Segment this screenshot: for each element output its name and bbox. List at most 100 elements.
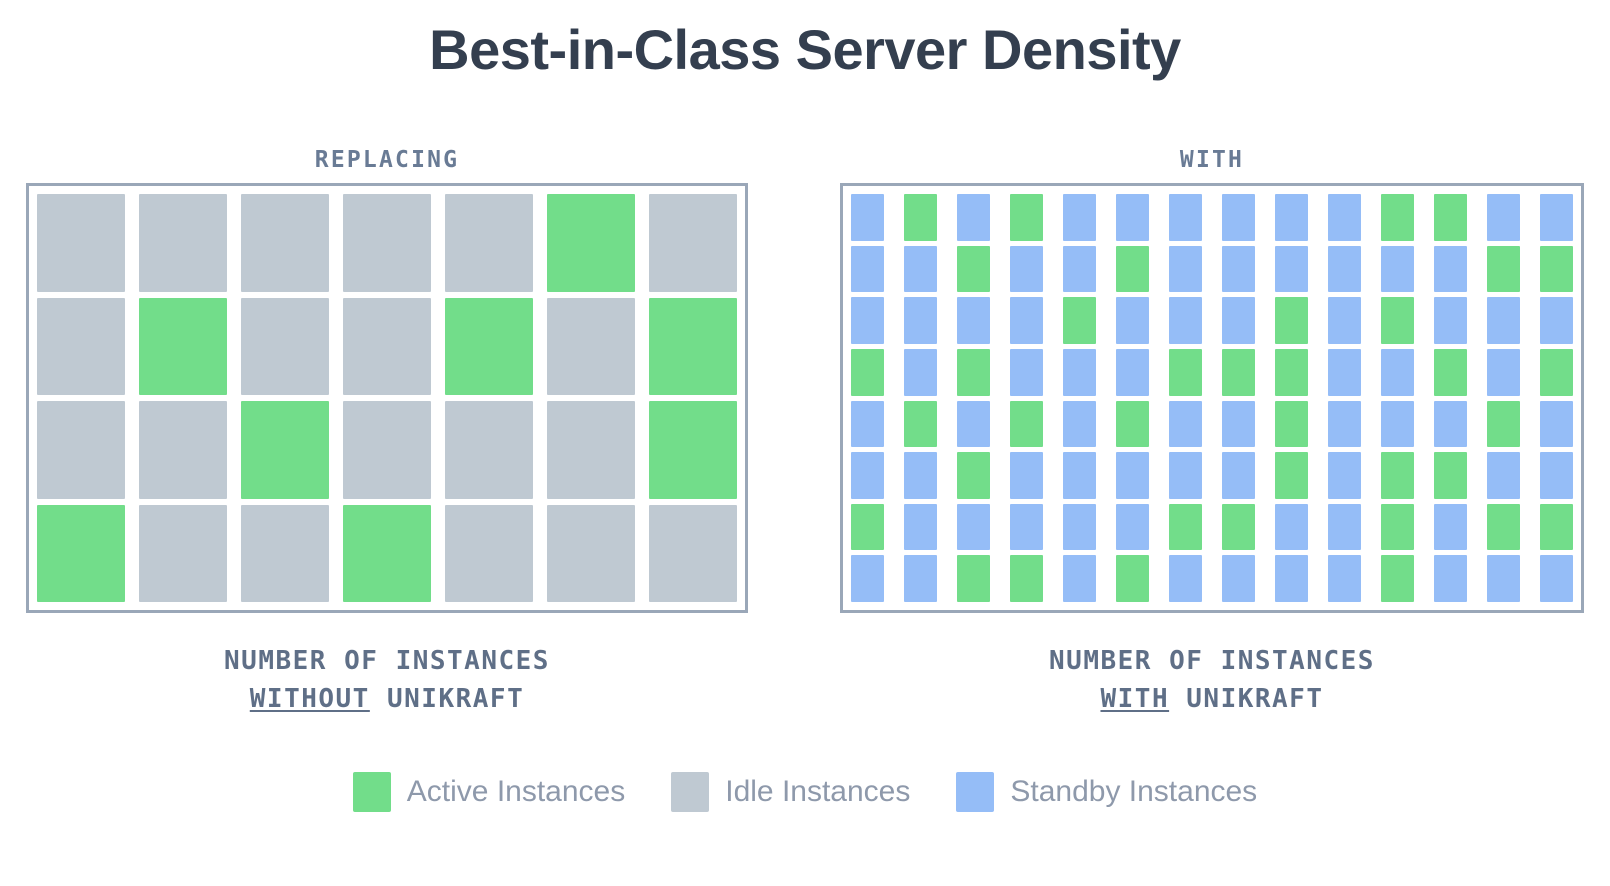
instance-cell-standby — [851, 194, 884, 241]
legend-label-standby: Standby Instances — [1010, 775, 1258, 808]
instance-cell-standby — [1434, 555, 1467, 602]
instance-cell-standby — [1169, 555, 1202, 602]
instance-cell-idle — [445, 401, 533, 499]
instance-cell-active — [957, 555, 990, 602]
instance-cell-standby — [851, 452, 884, 499]
instance-cell-idle — [139, 504, 227, 602]
instance-cell-standby — [1010, 297, 1043, 344]
instance-cell-standby — [1116, 194, 1149, 241]
instance-cell-standby — [957, 503, 990, 551]
instance-cell-standby — [1434, 297, 1467, 344]
grid-row — [37, 194, 737, 292]
instance-cell-idle — [37, 401, 125, 499]
instance-cell-standby — [1010, 452, 1043, 499]
instance-cell-active — [904, 400, 937, 448]
instance-cell-active — [1275, 400, 1308, 448]
instance-cell-active — [649, 297, 737, 395]
instance-cell-idle — [343, 194, 431, 292]
instance-cell-idle — [343, 401, 431, 499]
instance-cell-standby — [1275, 245, 1308, 293]
instance-cell-standby — [1275, 555, 1308, 602]
instance-cell-active — [1381, 452, 1414, 499]
instance-cell-standby — [851, 297, 884, 344]
instance-cell-active — [1169, 503, 1202, 551]
instance-cell-standby — [1540, 297, 1573, 344]
instance-cell-standby — [1063, 503, 1096, 551]
instance-cell-active — [851, 503, 884, 551]
grid-row — [851, 555, 1573, 602]
instance-cell-standby — [1328, 503, 1361, 551]
instance-cell-active — [1434, 348, 1467, 396]
instance-cell-active — [445, 297, 533, 395]
instance-cell-standby — [904, 503, 937, 551]
caption-left-line2: WITHOUT UNIKRAFT — [26, 681, 748, 719]
caption-left-underlined: WITHOUT — [249, 683, 370, 714]
instance-cell-active — [1381, 555, 1414, 602]
instance-cell-standby — [1063, 245, 1096, 293]
instance-cell-active — [1010, 194, 1043, 241]
instance-cell-active — [851, 348, 884, 396]
instance-cell-standby — [1169, 194, 1202, 241]
panel-left-heading: REPLACING — [314, 147, 460, 173]
instance-cell-standby — [904, 245, 937, 293]
instance-cell-standby — [1169, 297, 1202, 344]
instance-cell-active — [1487, 245, 1520, 293]
panel-with: WITH — [840, 145, 1584, 613]
grid-row — [37, 297, 737, 395]
instance-cell-idle — [445, 504, 533, 602]
panel-replacing: REPLACING — [26, 145, 748, 613]
instance-cell-standby — [1063, 452, 1096, 499]
instance-cell-idle — [241, 194, 329, 292]
instance-cell-standby — [1222, 555, 1255, 602]
instance-cell-active — [1222, 348, 1255, 396]
instance-cell-active — [1381, 194, 1414, 241]
instance-cell-active — [139, 297, 227, 395]
grid-without-unikraft — [26, 183, 748, 613]
instance-cell-standby — [851, 245, 884, 293]
instance-cell-standby — [1328, 194, 1361, 241]
instance-cell-standby — [851, 400, 884, 448]
instance-cell-standby — [1381, 348, 1414, 396]
legend-item-idle: Idle Instances — [671, 772, 910, 812]
instance-cell-active — [1275, 348, 1308, 396]
instance-cell-idle — [139, 401, 227, 499]
instance-cell-idle — [343, 297, 431, 395]
grid-row — [851, 348, 1573, 396]
instance-cell-standby — [1328, 245, 1361, 293]
instance-cell-standby — [1328, 297, 1361, 344]
instance-cell-standby — [1540, 452, 1573, 499]
instance-cell-standby — [1222, 400, 1255, 448]
instance-cell-standby — [1434, 503, 1467, 551]
instance-cell-idle — [37, 194, 125, 292]
instance-cell-standby — [1116, 503, 1149, 551]
instance-cell-active — [1381, 297, 1414, 344]
caption-left-tail: UNIKRAFT — [369, 683, 525, 714]
caption-right-line1: NUMBER OF INSTANCES — [1049, 646, 1375, 676]
instance-cell-active — [1116, 245, 1149, 293]
grid-row — [851, 194, 1573, 241]
instance-cell-active — [649, 401, 737, 499]
instance-cell-active — [1487, 503, 1520, 551]
instance-cell-active — [1540, 245, 1573, 293]
panel-right-heading: WITH — [1179, 147, 1245, 173]
instance-cell-standby — [1010, 245, 1043, 293]
instance-cell-standby — [1434, 400, 1467, 448]
instance-cell-standby — [1487, 297, 1520, 344]
instance-cell-standby — [1063, 400, 1096, 448]
instance-cell-idle — [445, 194, 533, 292]
instance-cell-active — [1116, 555, 1149, 602]
instance-cell-standby — [1487, 348, 1520, 396]
instance-cell-standby — [1275, 194, 1308, 241]
legend-swatch-idle — [671, 772, 710, 812]
instance-cell-active — [1275, 297, 1308, 344]
instance-cell-active — [1010, 400, 1043, 448]
instance-cell-standby — [904, 348, 937, 396]
instance-cell-standby — [904, 555, 937, 602]
instance-cell-standby — [1116, 452, 1149, 499]
instance-cell-active — [343, 504, 431, 602]
instance-cell-standby — [904, 452, 937, 499]
instance-cell-standby — [1116, 348, 1149, 396]
instance-cell-standby — [1328, 452, 1361, 499]
